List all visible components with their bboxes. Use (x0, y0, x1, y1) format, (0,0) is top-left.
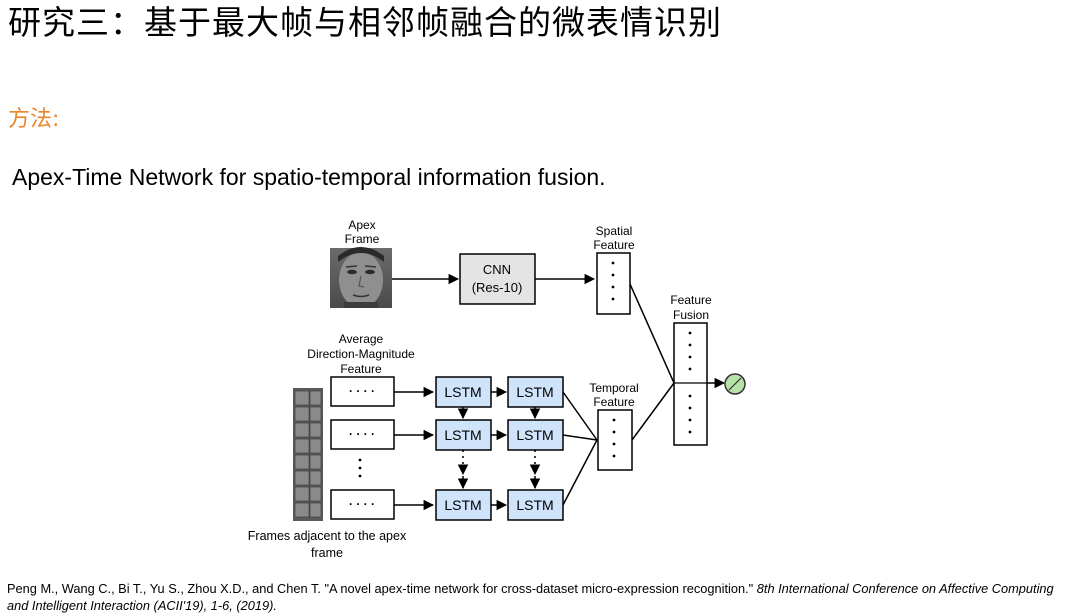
reference-citation: Peng M., Wang C., Bi T., Yu S., Zhou X.D… (7, 580, 1073, 614)
slide-title: 研究三：基于最大帧与相邻帧融合的微表情识别 (8, 3, 722, 42)
lstm-label-r1-c1: LSTM (444, 384, 481, 400)
adm-feature-box-row2 (330, 419, 395, 450)
frames-label-line2: frame (311, 546, 343, 560)
lstm-label-r3-c2: LSTM (516, 497, 553, 513)
adm-feature-dots-row3: · · · · (349, 497, 375, 511)
reference-venue: 8th International Conference on Affectiv… (7, 581, 1054, 613)
adm-label-line3: Feature (340, 362, 382, 376)
method-label: 方法: (8, 107, 60, 132)
adm-feature-dots-row1: · · · · (349, 384, 375, 398)
spatial-feature-label-line2: Feature (593, 238, 635, 252)
lstm-label-r1-c2: LSTM (516, 384, 553, 400)
fusion-label-line1: Feature (670, 293, 712, 307)
fusion-feature-box (673, 322, 708, 446)
cnn-label-line2: (Res-10) (472, 280, 523, 295)
lstm-label-r3-c1: LSTM (444, 497, 481, 513)
adm-label-line1: Average (339, 332, 384, 346)
cnn-label-line1: CNN (483, 262, 511, 277)
adm-label-line2: Direction-Magnitude (307, 347, 415, 361)
lstm-box-r2-c2 (507, 419, 564, 451)
diagram-subtitle: Apex-Time Network for spatio-temporal in… (12, 164, 606, 190)
lstm-label-r2-c2: LSTM (516, 427, 553, 443)
lstm-label-r2-c1: LSTM (444, 427, 481, 443)
reference-plain: Peng M., Wang C., Bi T., Yu S., Zhou X.D… (7, 581, 757, 596)
temporal-feature-label-line2: Feature (593, 395, 635, 409)
fusion-label-line2: Fusion (673, 308, 709, 322)
output-node (724, 373, 746, 395)
adjacent-frames-strip (293, 388, 323, 521)
apex-label-line1: Apex (348, 218, 375, 232)
spatial-feature-label-line1: Spatial (596, 224, 633, 238)
temporal-feature-dots (612, 418, 616, 458)
apex-face-image (330, 247, 392, 308)
temporal-feature-box (597, 409, 633, 471)
frames-label-line1: Frames adjacent to the apex (248, 529, 407, 543)
spatial-feature-dots (611, 261, 615, 301)
adm-feature-dots-row2: · · · · (349, 427, 375, 441)
lstm-box-r1-c1 (435, 376, 492, 408)
temporal-feature-label-line1: Temporal (589, 381, 638, 395)
rows-ellipsis (358, 458, 362, 478)
apex-label-line2: Frame (345, 232, 380, 246)
adm-feature-box-row3 (330, 489, 395, 520)
